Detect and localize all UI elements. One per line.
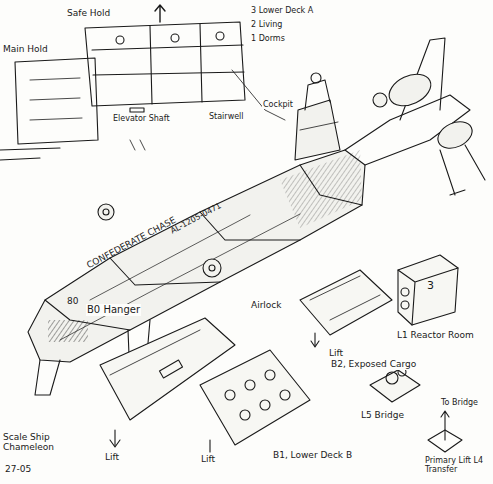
lower-deck-b	[200, 350, 310, 452]
sketch-label: To Bridge	[440, 398, 479, 407]
bridge-module	[370, 368, 420, 402]
sketch-label: B2, Exposed Cargo	[330, 359, 417, 369]
ship-hull	[28, 38, 485, 395]
sketch-label: 1 Dorms	[250, 34, 286, 43]
sketch-label: 3 Lower Deck A	[250, 6, 314, 15]
sketch-label: Lift	[328, 348, 344, 358]
sketch-label: Stairwell	[208, 112, 245, 121]
sketch-label: Scale Ship Chameleon	[2, 432, 90, 453]
sketch-label: Primary Lift L4 Transfer	[424, 456, 490, 474]
sketch-label: Cockpit	[262, 100, 294, 109]
sketch-label: Elevator Shaft	[112, 114, 171, 123]
sketch-label: 3	[426, 280, 435, 293]
sketch-label: Safe Hold	[66, 8, 111, 18]
sketch-label: L1 Reactor Room	[396, 330, 475, 340]
sketch-label: B1, Lower Deck B	[272, 450, 353, 460]
primary-lift	[428, 411, 462, 452]
sketch-label: B0 Hanger	[86, 304, 141, 316]
exposed-cargo	[300, 270, 392, 347]
sketch-label: 2 Living	[250, 20, 283, 29]
reactor-room	[398, 255, 458, 325]
sketch-label: Main Hold	[2, 44, 49, 54]
deck-section	[0, 5, 285, 160]
sketch-label: L5 Bridge	[360, 410, 405, 420]
sketch-label: Lift	[200, 454, 216, 464]
sketch-label: 27-05	[4, 464, 32, 474]
sketch-label: Lift	[104, 452, 120, 462]
sketch-label: 80	[66, 296, 79, 306]
sketch-label: Airlock	[250, 300, 283, 310]
